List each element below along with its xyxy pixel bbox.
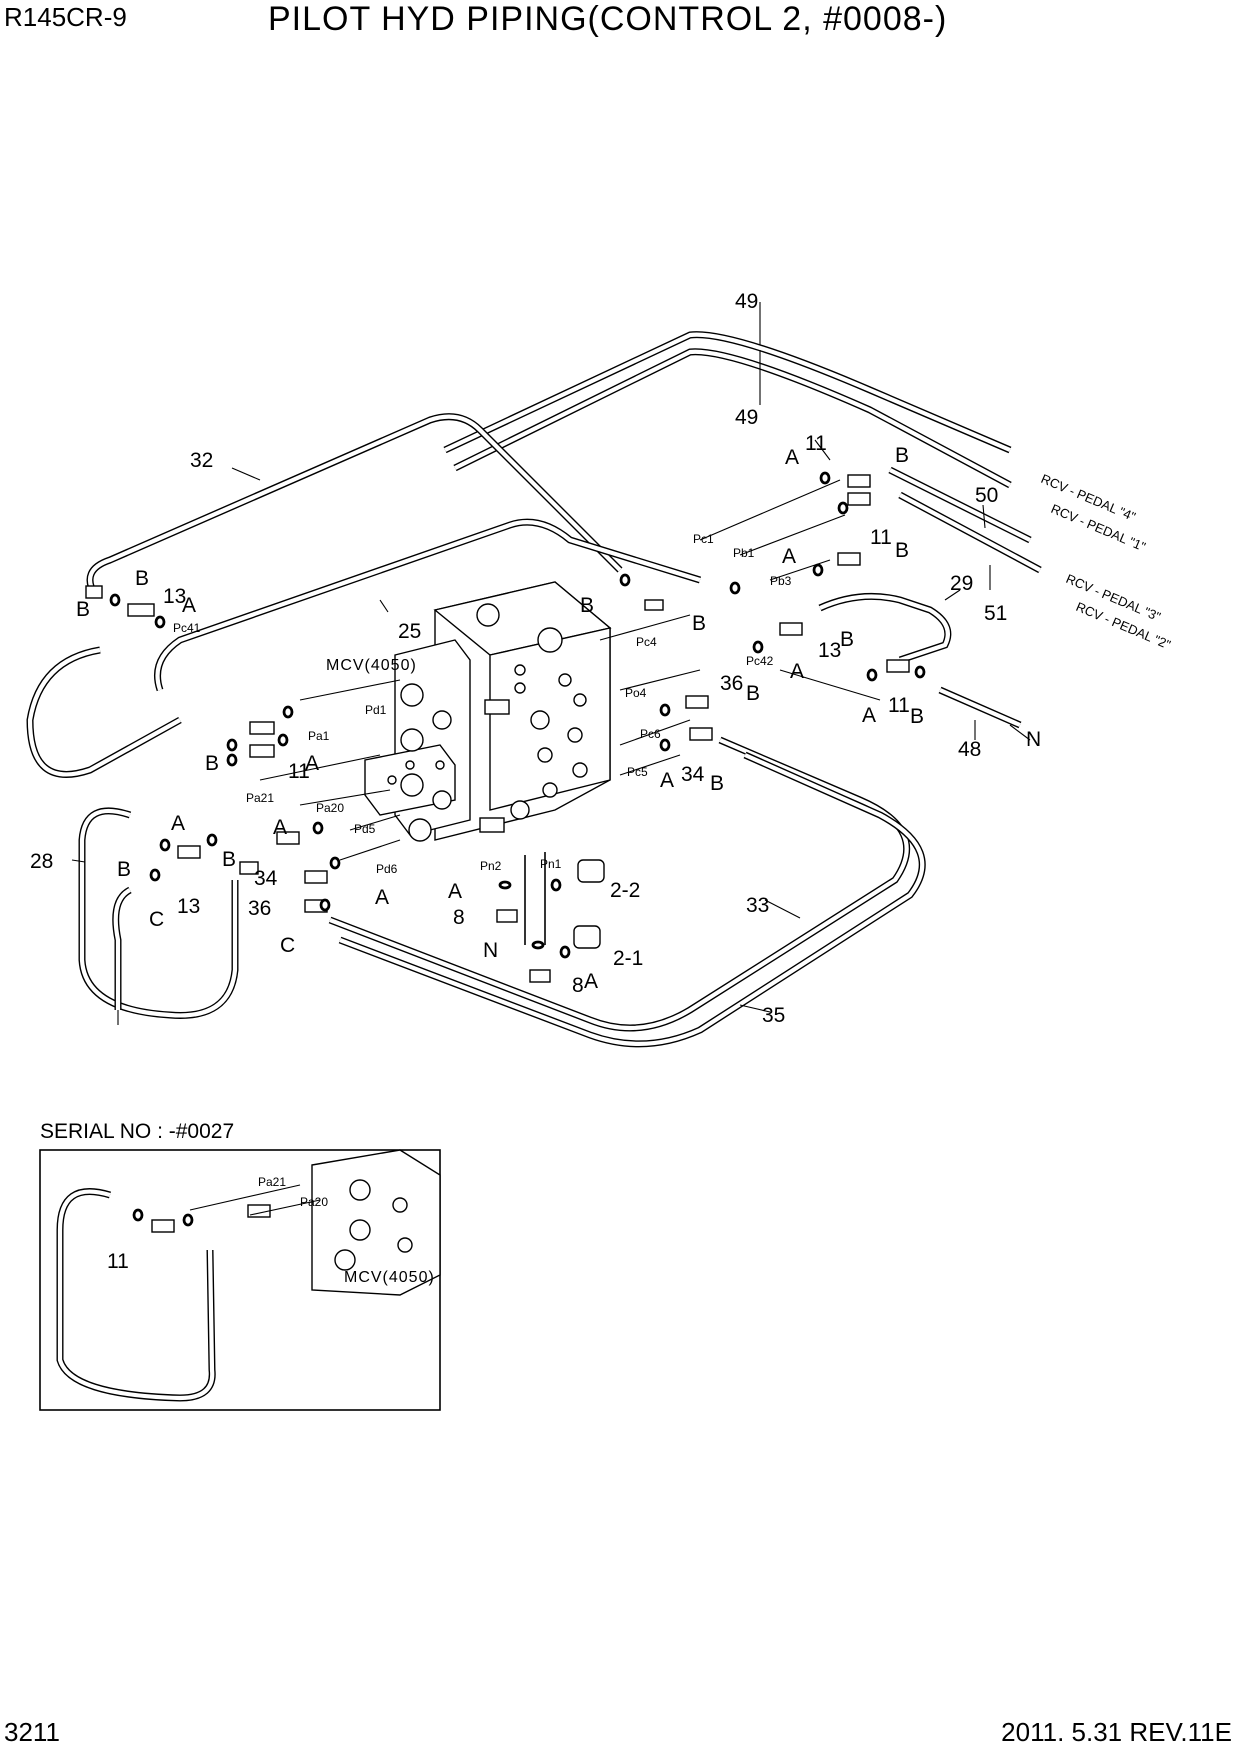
part-33: 33 (746, 894, 769, 917)
letter-b-12: B (117, 858, 131, 881)
part-49-top: 49 (735, 290, 758, 313)
letter-b-2: B (135, 567, 149, 590)
letter-a-6: A (305, 752, 319, 775)
port-pc5: Pc5 (627, 765, 648, 779)
part-13-right: 13 (818, 639, 841, 662)
o-rings (109, 471, 926, 959)
letter-n-1: N (483, 939, 498, 962)
port-pd1: Pd1 (365, 703, 387, 717)
letter-b-8: B (746, 682, 760, 705)
part-36-left: 36 (248, 897, 271, 920)
letter-a-1: A (785, 446, 799, 469)
letter-c-1: C (149, 908, 164, 931)
letter-b-1: B (895, 444, 909, 467)
hose-49-50-51-group (443, 331, 1042, 574)
port-pc6: Pc6 (640, 727, 661, 741)
letter-a-8: A (171, 812, 185, 835)
port-pn2: Pn2 (480, 859, 502, 873)
hose-29 (818, 592, 952, 664)
part-49-bottom: 49 (735, 406, 758, 429)
hose-33-35 (328, 736, 926, 1048)
port-pd5: Pd5 (354, 822, 376, 836)
part-29: 29 (950, 572, 973, 595)
part-11-right: 11 (888, 694, 910, 717)
letter-b-5: B (580, 594, 594, 617)
letter-b-7: B (840, 628, 854, 651)
model-code: R145CR-9 (4, 2, 127, 32)
port-pb3: Pb3 (770, 574, 792, 588)
letter-c-2: C (280, 934, 295, 957)
part-13-left: 13 (163, 585, 186, 608)
part-32: 32 (190, 449, 213, 472)
page-title: PILOT HYD PIPING(CONTROL 2, #0008-) (268, 0, 948, 38)
letter-a-11: A (448, 880, 462, 903)
hose-25 (26, 518, 702, 778)
pressure-switches (496, 852, 605, 983)
port-pd6: Pd6 (376, 862, 398, 876)
letter-b-11: B (710, 772, 724, 795)
revision-date: 2011. 5.31 REV.11E (1001, 1717, 1232, 1747)
port-pa1: Pa1 (308, 729, 330, 743)
letter-b-10: B (910, 705, 924, 728)
letter-n-2: N (1026, 728, 1041, 751)
labels: MCV(4050) MCV(4050) 11 Pa21 Pa20 RCV - P… (30, 290, 1173, 1286)
port-po4: Po4 (625, 686, 647, 700)
part-34-right: 34 (681, 763, 705, 786)
part-13-bottom: 13 (177, 895, 200, 918)
part-8-top: 8 (453, 906, 465, 929)
letter-a-5: A (862, 704, 876, 727)
letter-a-9: A (273, 816, 287, 839)
port-pb1: Pb1 (733, 546, 755, 560)
part-51: 51 (984, 602, 1007, 625)
port-pc42: Pc42 (746, 654, 774, 668)
letter-b-13: B (222, 848, 236, 871)
inset-port-pa21: Pa21 (258, 1175, 286, 1189)
part-2-1: 2-1 (613, 947, 643, 970)
part-8-bottom: 8 (572, 974, 584, 997)
leader-lines (71, 302, 1031, 1025)
letter-a-12: A (584, 970, 598, 993)
port-pc4: Pc4 (636, 635, 657, 649)
part-11-top: 11 (805, 432, 827, 455)
port-pa21: Pa21 (246, 791, 274, 805)
port-pc41: Pc41 (173, 621, 201, 635)
part-50: 50 (975, 484, 998, 507)
inset-part-11: 11 (107, 1250, 129, 1273)
letter-b-3: B (76, 598, 90, 621)
mcv-label: MCV(4050) (326, 657, 417, 674)
part-36-right: 36 (720, 672, 743, 695)
part-11-mid: 11 (870, 526, 892, 549)
part-28: 28 (30, 850, 53, 873)
hose-28 (78, 807, 239, 1019)
letter-b-4: B (895, 539, 909, 562)
letter-a-7: A (660, 769, 674, 792)
inset-serial-label: SERIAL NO : -#0027 (40, 1120, 235, 1143)
port-pa20: Pa20 (316, 801, 344, 815)
letter-a-4: A (790, 660, 804, 683)
part-11-left: 11 (288, 760, 310, 783)
part-2-2: 2-2 (610, 879, 640, 902)
letter-a-3: A (782, 545, 796, 568)
hose-32 (86, 413, 623, 597)
port-pn1: Pn1 (540, 857, 562, 871)
main-control-valve (364, 581, 612, 842)
part-34-left: 34 (254, 867, 278, 890)
inset-port-pa20: Pa20 (300, 1195, 328, 1209)
inset-mcv-label: MCV(4050) (344, 1269, 435, 1286)
port-pc1: Pc1 (693, 532, 714, 546)
letter-b-9: B (205, 752, 219, 775)
letter-a-10: A (375, 886, 389, 909)
part-25: 25 (398, 620, 421, 643)
fittings (85, 474, 910, 913)
page-number: 3211 (4, 1717, 60, 1747)
part-35: 35 (762, 1004, 785, 1027)
letter-b-6: B (692, 612, 706, 635)
inset-serial-box (39, 1149, 441, 1411)
part-48: 48 (958, 738, 981, 761)
letter-a-2: A (182, 594, 196, 617)
hose-48 (938, 686, 1022, 729)
